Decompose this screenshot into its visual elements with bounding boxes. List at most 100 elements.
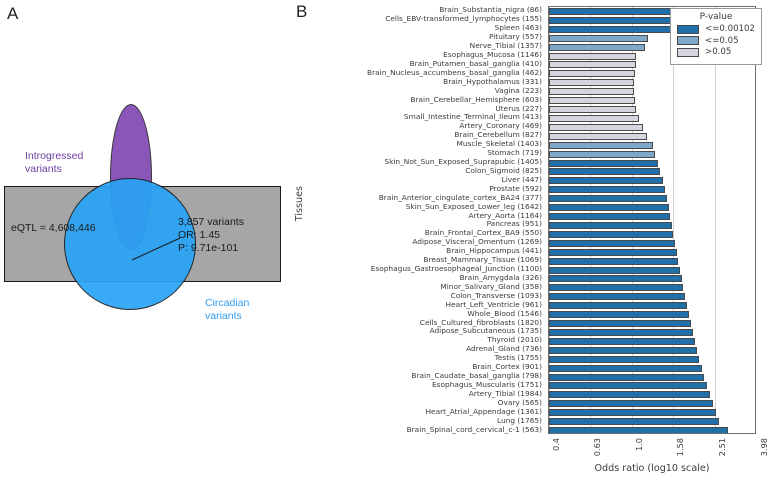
tissue-label: Liver (447) (501, 174, 542, 184)
tissue-label: Adipose_Subcutaneous (1735) (429, 326, 542, 336)
bar-31 (549, 284, 684, 292)
tissue-label: Adipose_Visceral_Omentum (1269) (412, 237, 542, 247)
tissue-label: Artery_Tibial (1984) (468, 388, 542, 398)
legend-row: <=0.00102 (677, 24, 755, 34)
tissue-label: Esophagus_Gastroesophageal_Junction (110… (370, 264, 542, 274)
tissue-label: Brain_Cerebellum (827) (454, 130, 542, 140)
bar-39 (549, 355, 700, 363)
tissue-label: Brain_Amygdala (326) (459, 272, 542, 282)
legend-items: <=0.00102<=0.05>0.05 (677, 24, 755, 57)
panel-b-letter: B (296, 2, 308, 21)
tissue-label: Pancreas (951) (486, 219, 542, 229)
tissue-label: Heart_Left_Ventricle (961) (445, 299, 542, 309)
tissue-label: Testis (1755) (494, 353, 542, 363)
circadian-variants-circle (64, 178, 196, 310)
legend-swatch (677, 47, 699, 57)
bar-42 (549, 382, 708, 390)
legend-title: P-value (699, 12, 733, 22)
eqtl-count-text: eQTL = 4,608,446 (11, 222, 96, 234)
x-tick-label: 1.58 (675, 438, 686, 457)
tissue-label: Artery_Coronary (469) (459, 121, 542, 131)
tissue-label: Adrenal_Gland (736) (466, 344, 542, 354)
bar-7 (549, 70, 635, 78)
tissue-label: Skin_Sun_Exposed_Lower_leg (1642) (405, 201, 542, 211)
tissue-label: Minor_Salivary_Gland (358) (440, 281, 542, 291)
bar-21 (549, 195, 667, 203)
legend-label: <=0.05 (705, 35, 739, 46)
legend-label: >0.05 (705, 47, 732, 57)
legend-row: >0.05 (677, 47, 755, 57)
bar-chart-plot-area (548, 6, 756, 434)
x-tick-label: 3.98 (759, 438, 768, 457)
bar-10 (549, 97, 635, 105)
bar-4 (549, 43, 646, 51)
bar-17 (549, 159, 658, 167)
tissue-label: Brain_Caudate_basal_ganglia (798) (411, 371, 542, 381)
gridline-1.58 (673, 7, 675, 433)
tissue-label: Whole_Blood (1546) (467, 308, 542, 318)
bar-25 (549, 230, 674, 238)
bar-19 (549, 177, 664, 185)
tissue-label: Brain_Spinal_cord_cervical_c-1 (563) (406, 424, 542, 434)
tissue-label: Heart_Atrial_Appendage (1361) (425, 406, 542, 416)
tissue-label: Muscle_Skeletal (1403) (456, 139, 542, 149)
introgressed-variants-label: Introgressed variants (25, 150, 84, 175)
bar-43 (549, 391, 711, 399)
bar-35 (549, 320, 691, 328)
bar-9 (549, 88, 634, 96)
panel-a: A Introgressed variants Circadian varian… (0, 0, 292, 478)
bar-37 (549, 337, 695, 345)
tissue-label: Nerve_Tibial (1357) (469, 41, 542, 51)
bar-29 (549, 266, 680, 274)
x-tick-label: 2.51 (717, 438, 728, 457)
bar-13 (549, 123, 644, 131)
bar-20 (549, 186, 665, 194)
bars-layer (549, 7, 755, 433)
x-axis-title: Odds ratio (log10 scale) (594, 463, 710, 474)
bar-5 (549, 52, 637, 60)
tissue-label: Artery_Aorta (1164) (468, 210, 542, 220)
tissue-label: Thyroid (2010) (487, 335, 542, 345)
tissue-label: Pituitary (557) (488, 32, 542, 42)
tissue-label: Esophagus_Muscularis (1751) (432, 379, 542, 389)
circadian-variants-label: Circadian variants (205, 297, 250, 322)
tissue-label: Small_Intestine_Terminal_Ileum (413) (403, 112, 542, 122)
overlap-stats-text: 3,857 variants OR: 1.45 P: 9.71e-101 (178, 216, 244, 254)
x-tick-label: 0.63 (592, 438, 603, 457)
tissue-label: Brain_Nucleus_accumbens_basal_ganglia (4… (367, 67, 542, 77)
tissue-label: Brain_Frontal_Cortex_BA9 (550) (424, 228, 542, 238)
bar-34 (549, 311, 690, 319)
tissue-label: Esophagus_Mucosa (1146) (443, 50, 542, 60)
legend-swatch (677, 36, 699, 45)
bar-30 (549, 275, 682, 283)
panel-a-letter: A (7, 4, 19, 23)
bar-40 (549, 364, 702, 372)
bar-24 (549, 221, 673, 229)
tissue-label: Colon_Sigmoid (825) (465, 165, 542, 175)
tissue-label: Brain_Cortex (901) (472, 362, 542, 372)
bar-22 (549, 204, 669, 212)
gridline-2.51 (715, 7, 717, 433)
tissue-label: Lung (1765) (497, 415, 542, 425)
tissue-label: Brain_Substantia_nigra (86) (439, 5, 542, 15)
tissue-label: Skin_Not_Sun_Exposed_Suprapubic (1405) (384, 157, 542, 167)
bar-14 (549, 132, 647, 140)
tissue-label: Stomach (719) (487, 148, 542, 158)
bar-32 (549, 293, 685, 301)
tissue-label: Ovary (565) (497, 397, 542, 407)
legend-label: <=0.00102 (705, 24, 755, 34)
bar-3 (549, 34, 649, 42)
bar-41 (549, 373, 705, 381)
bar-46 (549, 418, 720, 426)
legend-swatch (677, 24, 699, 34)
bar-26 (549, 239, 676, 247)
tissue-label: Brain_Cerebellar_Hemisphere (603) (410, 94, 542, 104)
tissue-label: Breast_Mammary_Tissue (1069) (423, 255, 542, 265)
bar-18 (549, 168, 661, 176)
bar-6 (549, 61, 636, 69)
bar-8 (549, 79, 634, 87)
tissue-label-column: Brain_Substantia_nigra (86)Cells_EBV-tra… (292, 6, 546, 434)
tissue-label: Brain_Putamen_basal_ganglia (410) (409, 58, 542, 68)
tissue-label: Spleen (463) (494, 23, 542, 33)
x-tick-label: 0.4 (551, 438, 561, 452)
